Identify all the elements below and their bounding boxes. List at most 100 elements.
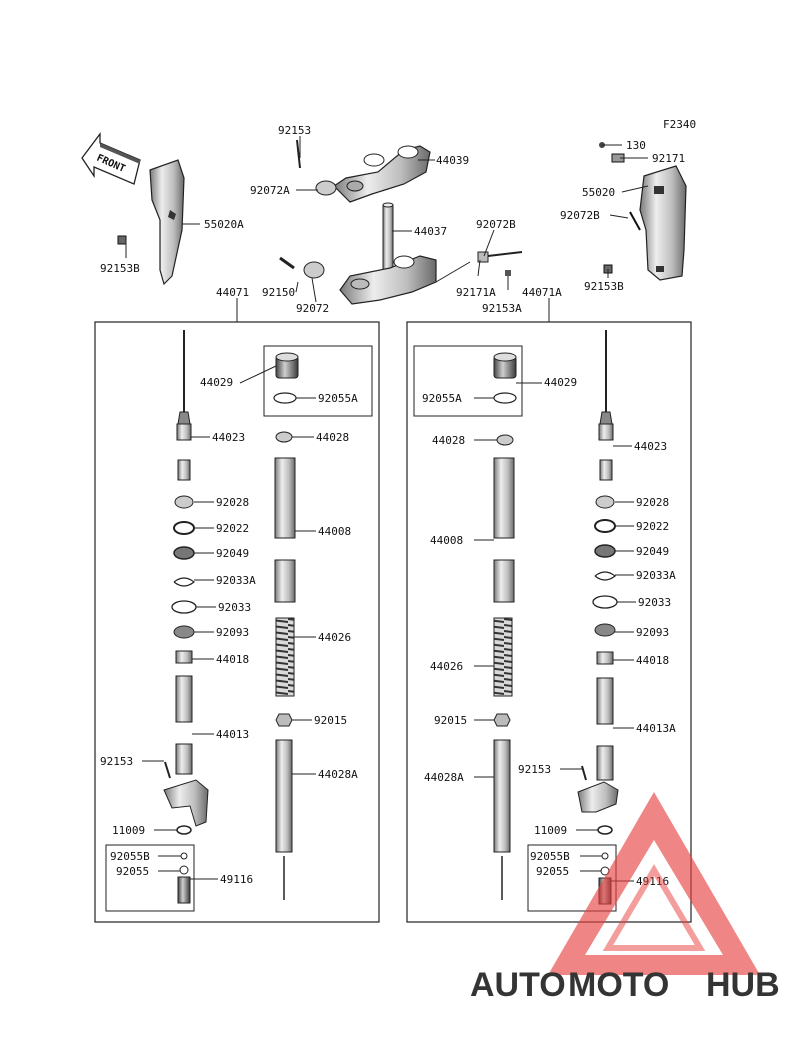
part-label: 44023 (212, 431, 245, 444)
part-label: 92093 (636, 626, 669, 639)
front-arrow-icon: FRONT (81, 132, 141, 185)
fork-guard-left (149, 159, 185, 286)
damper-cartridge-right (493, 739, 511, 900)
part-label: 92055 (116, 865, 149, 878)
part-label: 92033 (638, 596, 671, 609)
watermark-part1: AUTO (470, 966, 566, 1004)
part-label: 44026 (430, 660, 463, 673)
part-label: 55020 (582, 186, 615, 199)
part-label: 44028 (432, 434, 465, 447)
part-label: 130 (626, 139, 646, 152)
guide-bushing-right (596, 651, 614, 665)
stopper-ring-icon (594, 571, 616, 581)
part-label: 55020A (204, 218, 244, 231)
part-label: 92171 (652, 152, 685, 165)
part-label: 44028A (318, 768, 358, 781)
part-label: 44037 (414, 225, 447, 238)
outer-tube-left (274, 457, 296, 603)
bolt-icon (117, 235, 127, 245)
part-label: 44028A (424, 771, 464, 784)
cap-bolt-left (275, 352, 299, 379)
part-label: 92153A (482, 302, 522, 315)
clamp-icon (303, 261, 325, 279)
left-fork-assembly-box (94, 321, 380, 923)
washer-icon (173, 521, 195, 535)
right-fork-assembly-box (406, 321, 692, 923)
watermark-logo: AUTO MOTO HUB (470, 792, 780, 1004)
bolt-icon (279, 256, 295, 270)
damper-rod-left (177, 330, 191, 425)
bushing-icon (174, 495, 194, 509)
snap-ring-icon (171, 600, 197, 614)
part-label: 92072B (476, 218, 516, 231)
part-label: 92055A (422, 392, 462, 405)
triangle-logo-icon (548, 792, 760, 975)
inner-tube-right (596, 677, 614, 781)
valve-left (177, 876, 191, 904)
part-label: 92015 (314, 714, 347, 727)
part-label: 92028 (636, 496, 669, 509)
part-label: 44008 (430, 534, 463, 547)
gasket-icon (176, 825, 192, 835)
part-label: 92022 (216, 522, 249, 535)
part-label: 44018 (636, 654, 669, 667)
part-label: 92093 (216, 626, 249, 639)
axle-holder-right (577, 765, 619, 813)
part-label: 92028 (216, 496, 249, 509)
part-label: 44039 (436, 154, 469, 167)
oring-icon (601, 852, 609, 860)
oil-seal-icon (594, 544, 616, 558)
cylinder-right (598, 423, 614, 481)
part-label: 92153B (100, 262, 140, 275)
part-label: 92049 (636, 545, 669, 558)
guide-bushing-left (175, 650, 193, 664)
right-cap-subset-box (413, 345, 523, 417)
diagram-code: F2340 (663, 118, 696, 131)
spring-right (493, 617, 513, 697)
part-labels: 92153 44039 92072A 44037 92072B 92150 92… (100, 124, 685, 888)
part-label: 92055B (110, 850, 150, 863)
part-label: 44013A (636, 722, 676, 735)
cylinder-left (176, 423, 192, 481)
part-label: 92072A (250, 184, 290, 197)
part-label: 92015 (434, 714, 467, 727)
oring-icon (273, 392, 297, 404)
bushing-icon (595, 495, 615, 509)
part-label: 92033A (216, 574, 256, 587)
collar-left (275, 431, 293, 443)
part-label: 44071A (522, 286, 562, 299)
hose-guide-icon (477, 251, 523, 276)
part-label: 92153 (278, 124, 311, 137)
part-label: 92150 (262, 286, 295, 299)
cap-bolt-right (493, 352, 517, 379)
oring-icon (180, 852, 188, 860)
part-label: 44018 (216, 653, 249, 666)
part-label: 92022 (636, 520, 669, 533)
leader-lines (125, 136, 649, 322)
part-label: 49116 (220, 873, 253, 886)
axle-holder-left (163, 761, 209, 827)
part-label: 92049 (216, 547, 249, 560)
collar-right (496, 434, 514, 446)
part-label: 92033A (636, 569, 676, 582)
part-label: 92153B (584, 280, 624, 293)
left-valve-subset-box (105, 844, 195, 912)
outer-tube-right (493, 457, 515, 603)
part-label: 44028 (316, 431, 349, 444)
inner-tube-left (175, 675, 193, 775)
part-label: 92055A (318, 392, 358, 405)
part-label: 44013 (216, 728, 249, 741)
cable-tie-icon (629, 211, 641, 231)
dust-seal-icon (594, 623, 616, 637)
oring-icon (179, 865, 189, 875)
part-label: 44026 (318, 631, 351, 644)
washer-icon (594, 519, 616, 533)
watermark-part3: HUB (706, 966, 780, 1004)
snap-ring-icon (592, 595, 618, 609)
part-label: 92055 (536, 865, 569, 878)
damper-cartridge-left (275, 739, 293, 900)
left-cap-subset-box (263, 345, 373, 417)
dust-seal-icon (173, 625, 195, 639)
